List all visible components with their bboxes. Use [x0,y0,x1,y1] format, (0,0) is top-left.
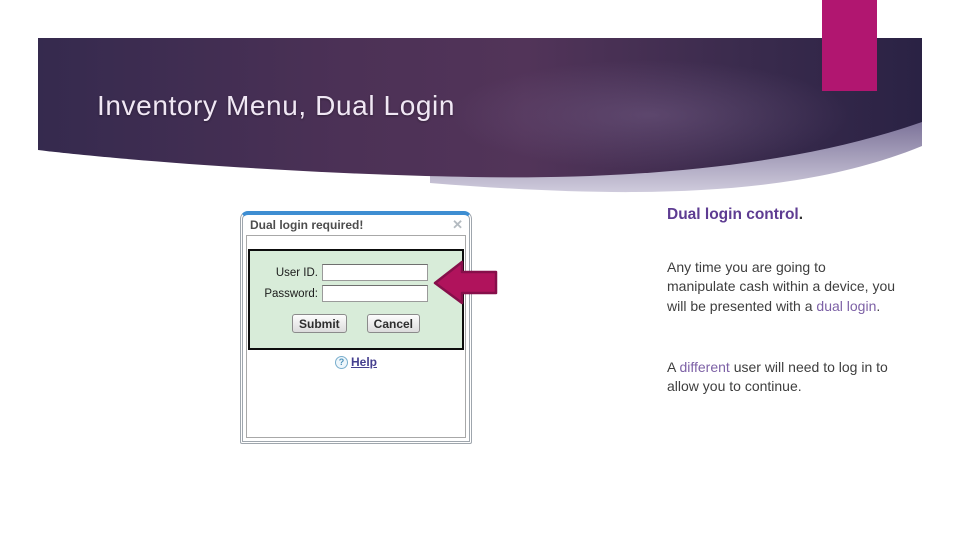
help-row: ? Help [247,355,465,369]
user-id-label: User ID. [275,266,318,279]
notes-paragraph-1: Any time you are going to manipulate cas… [667,258,896,314]
dialog-title: Dual login required! [250,217,364,232]
cancel-button[interactable]: Cancel [366,314,421,333]
password-label: Password: [264,287,318,300]
notes-heading: Dual login control. [667,206,804,223]
notes-heading-text: Dual login control [667,206,799,223]
dialog-buttons: Submit Cancel [250,314,462,333]
notes-paragraph-2: A different user will need to log in to … [667,358,888,395]
dual-login-highlight: dual login [816,297,877,314]
accent-bar [822,0,877,91]
password-row: Password: [250,285,462,302]
close-icon[interactable]: ✕ [452,217,463,232]
banner-swoosh [430,112,922,193]
login-panel: User ID. Password: Submit Cancel [248,249,464,350]
slide-title: Inventory Menu, Dual Login [97,90,456,121]
notes-block: Dual login control. Any time you are goi… [667,204,939,397]
dialog-titlebar: Dual login required! ✕ [243,215,469,234]
user-id-input[interactable] [322,264,428,281]
help-link[interactable]: Help [350,355,377,369]
help-icon: ? [334,355,348,369]
submit-button[interactable]: Submit [291,314,347,333]
callout-arrow-icon [433,260,498,305]
password-input[interactable] [322,285,428,302]
different-highlight: different [679,358,730,375]
dual-login-dialog: Dual login required! ✕ User ID. Password… [240,211,472,444]
header-banner [38,38,922,193]
user-id-row: User ID. [250,264,462,281]
dialog-content: User ID. Password: Submit Cancel ? Help [246,235,466,438]
